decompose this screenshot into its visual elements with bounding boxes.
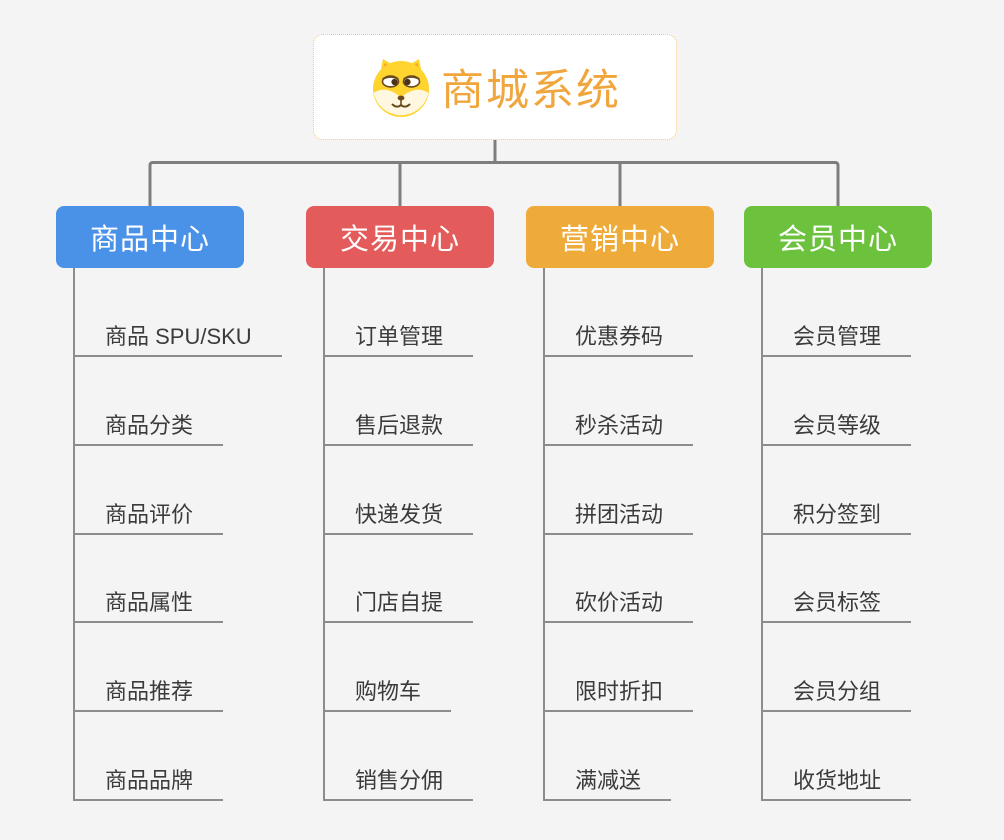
mindmap-item[interactable]: 会员管理: [761, 313, 912, 357]
branch-bus-line: [148, 161, 840, 206]
branch-node[interactable]: 营销中心: [526, 206, 714, 268]
mindmap-item[interactable]: 商品属性: [73, 579, 224, 623]
root-node[interactable]: 商城系统: [313, 34, 677, 140]
mindmap-item[interactable]: 满减送: [543, 757, 672, 801]
mindmap-item[interactable]: 购物车: [323, 668, 452, 712]
mindmap-item[interactable]: 售后退款: [323, 402, 474, 446]
mindmap-item[interactable]: 优惠券码: [543, 313, 694, 357]
mindmap-item[interactable]: 商品分类: [73, 402, 224, 446]
branch-node[interactable]: 商品中心: [56, 206, 244, 268]
branch-label: 营销中心: [559, 224, 680, 256]
root-title: 商城系统: [441, 67, 621, 115]
mindmap-item[interactable]: 商品品牌: [73, 757, 224, 801]
branch-label: 会员中心: [777, 224, 898, 256]
mindmap-item[interactable]: 订单管理: [323, 313, 474, 357]
mindmap-item[interactable]: 收货地址: [761, 757, 912, 801]
mindmap-item[interactable]: 商品评价: [73, 491, 224, 535]
mindmap-item[interactable]: 门店自提: [323, 579, 474, 623]
mindmap-item[interactable]: 会员等级: [761, 402, 912, 446]
mindmap-item[interactable]: 秒杀活动: [543, 402, 694, 446]
mindmap-item[interactable]: 限时折扣: [543, 668, 694, 712]
mindmap-item[interactable]: 快递发货: [323, 491, 474, 535]
dog-icon: [373, 59, 429, 117]
mindmap-item[interactable]: 会员标签: [761, 579, 912, 623]
mindmap-item[interactable]: 会员分组: [761, 668, 912, 712]
mindmap-item[interactable]: 砍价活动: [543, 579, 694, 623]
branch-label: 商品中心: [89, 224, 210, 256]
mindmap-item[interactable]: 积分签到: [761, 491, 912, 535]
mindmap-item[interactable]: 拼团活动: [543, 491, 694, 535]
branch-label: 交易中心: [339, 224, 460, 256]
branch-node[interactable]: 交易中心: [306, 206, 494, 268]
mindmap-item[interactable]: 销售分佣: [323, 757, 474, 801]
mindmap-item[interactable]: 商品 SPU/SKU: [73, 313, 282, 357]
mindmap-item[interactable]: 商品推荐: [73, 668, 224, 712]
branch-node[interactable]: 会员中心: [744, 206, 932, 268]
